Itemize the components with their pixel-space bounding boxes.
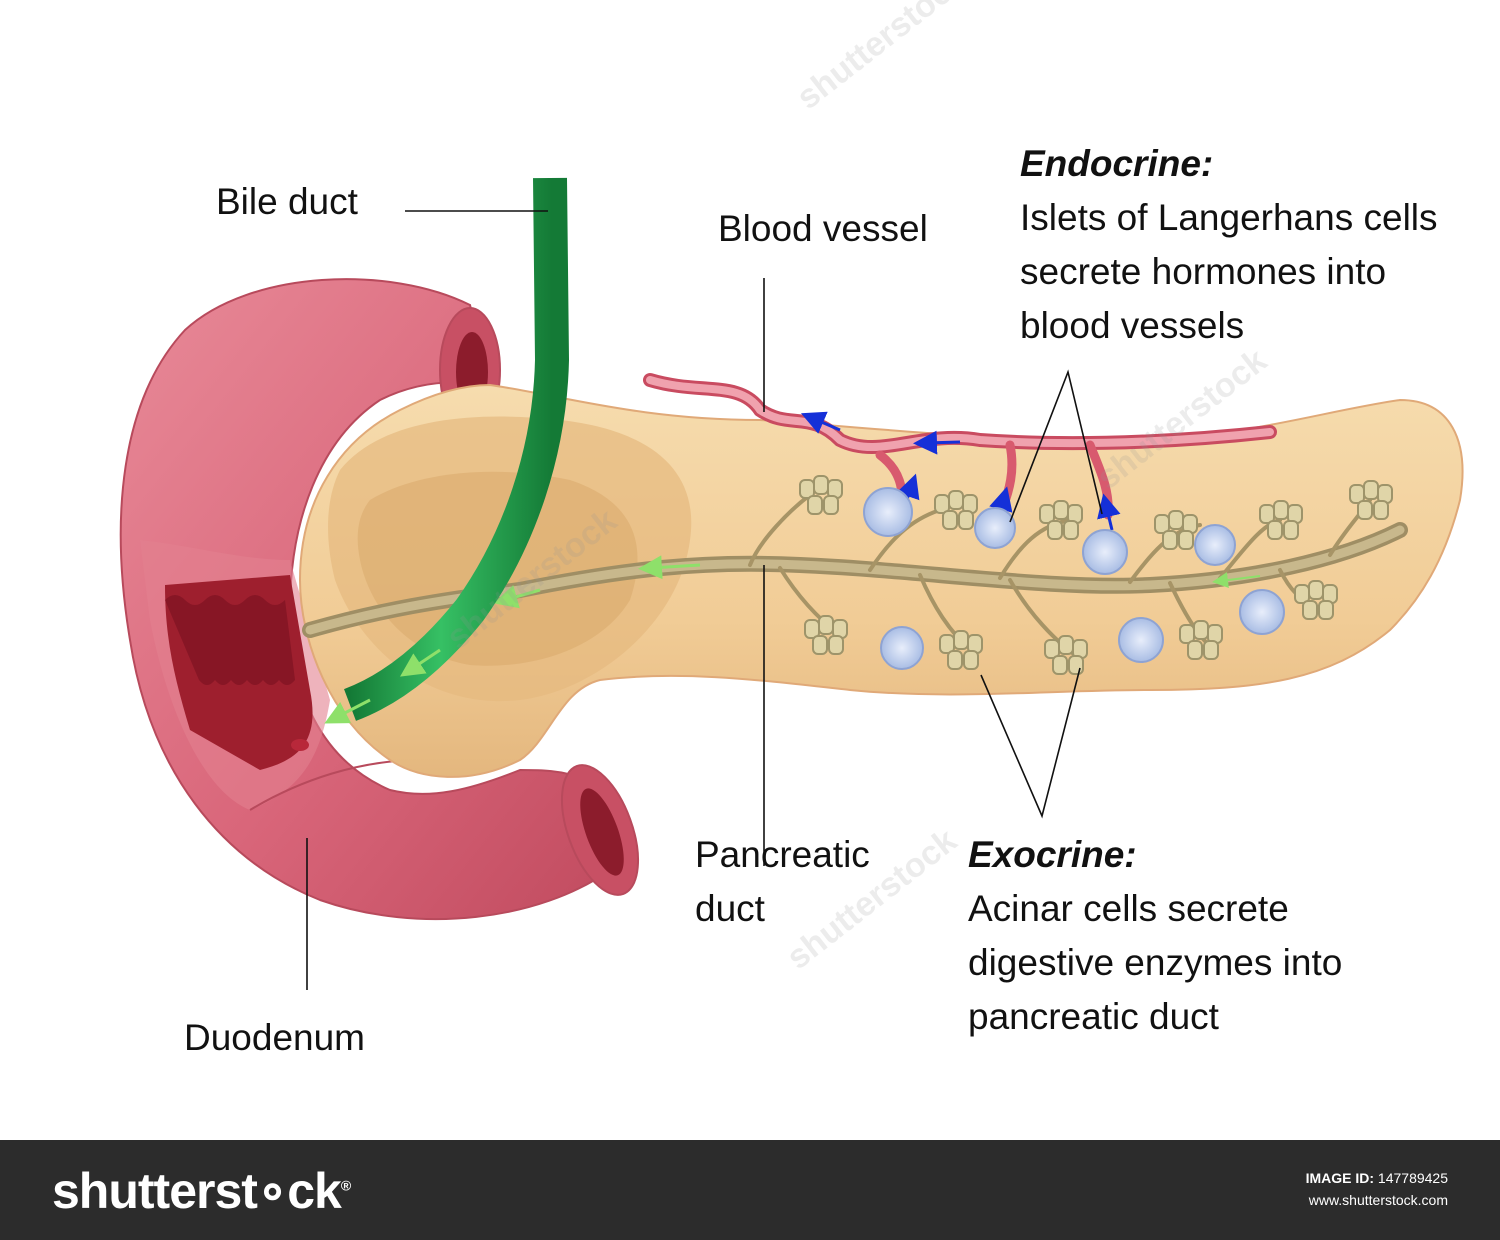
duodenum [119,278,640,921]
label-exocrine: Exocrine: Acinar cells secrete digestive… [968,828,1342,1044]
endocrine-line: Islets of Langerhans cells [1020,197,1438,238]
endocrine-line: secrete hormones into [1020,251,1387,292]
label-bile-duct: Bile duct [216,181,358,222]
acinar-cells [799,475,1393,675]
endocrine-heading: Endocrine: [1020,143,1214,184]
brand-registered-mark: ® [340,1177,351,1194]
endocrine-line: blood vessels [1020,305,1245,346]
bile-duct [291,177,570,751]
brand-logo: shutterst∘ck® [52,1162,351,1220]
image-id-row: IMAGE ID: 147789425 [1306,1167,1448,1189]
diagram-art [119,177,1464,990]
label-pancreatic-duct-line1: Pancreatic [695,834,870,875]
image-id: 147789425 [1377,1170,1448,1186]
leader-lines [306,210,1103,990]
label-endocrine: Endocrine: Islets of Langerhans cells se… [1020,137,1438,353]
brand-name: shutterst∘ck [52,1163,342,1219]
pancreas-diagram: Bile duct Blood vessel Pancreatic duct D… [119,0,1464,1058]
exocrine-heading: Exocrine: [968,834,1137,875]
exocrine-line: pancreatic duct [968,996,1219,1037]
islets-of-langerhans [863,487,1285,670]
label-pancreatic-duct-line2: duct [695,888,765,929]
pancreas [298,383,1464,778]
footer-bar: shutterst∘ck® IMAGE ID: 147789425 www.sh… [0,1140,1500,1240]
exocrine-line: digestive enzymes into [968,942,1343,983]
site-link[interactable]: www.shutterstock.com [1308,1192,1448,1208]
exocrine-line: Acinar cells secrete [968,888,1289,929]
image-id-label: IMAGE ID: [1305,1170,1375,1186]
label-pancreatic-duct: Pancreatic duct [695,828,870,936]
label-blood-vessel: Blood vessel [718,208,928,249]
image-meta: IMAGE ID: 147789425 www.shutterstock.com [1306,1167,1448,1211]
label-duodenum: Duodenum [184,1017,366,1058]
